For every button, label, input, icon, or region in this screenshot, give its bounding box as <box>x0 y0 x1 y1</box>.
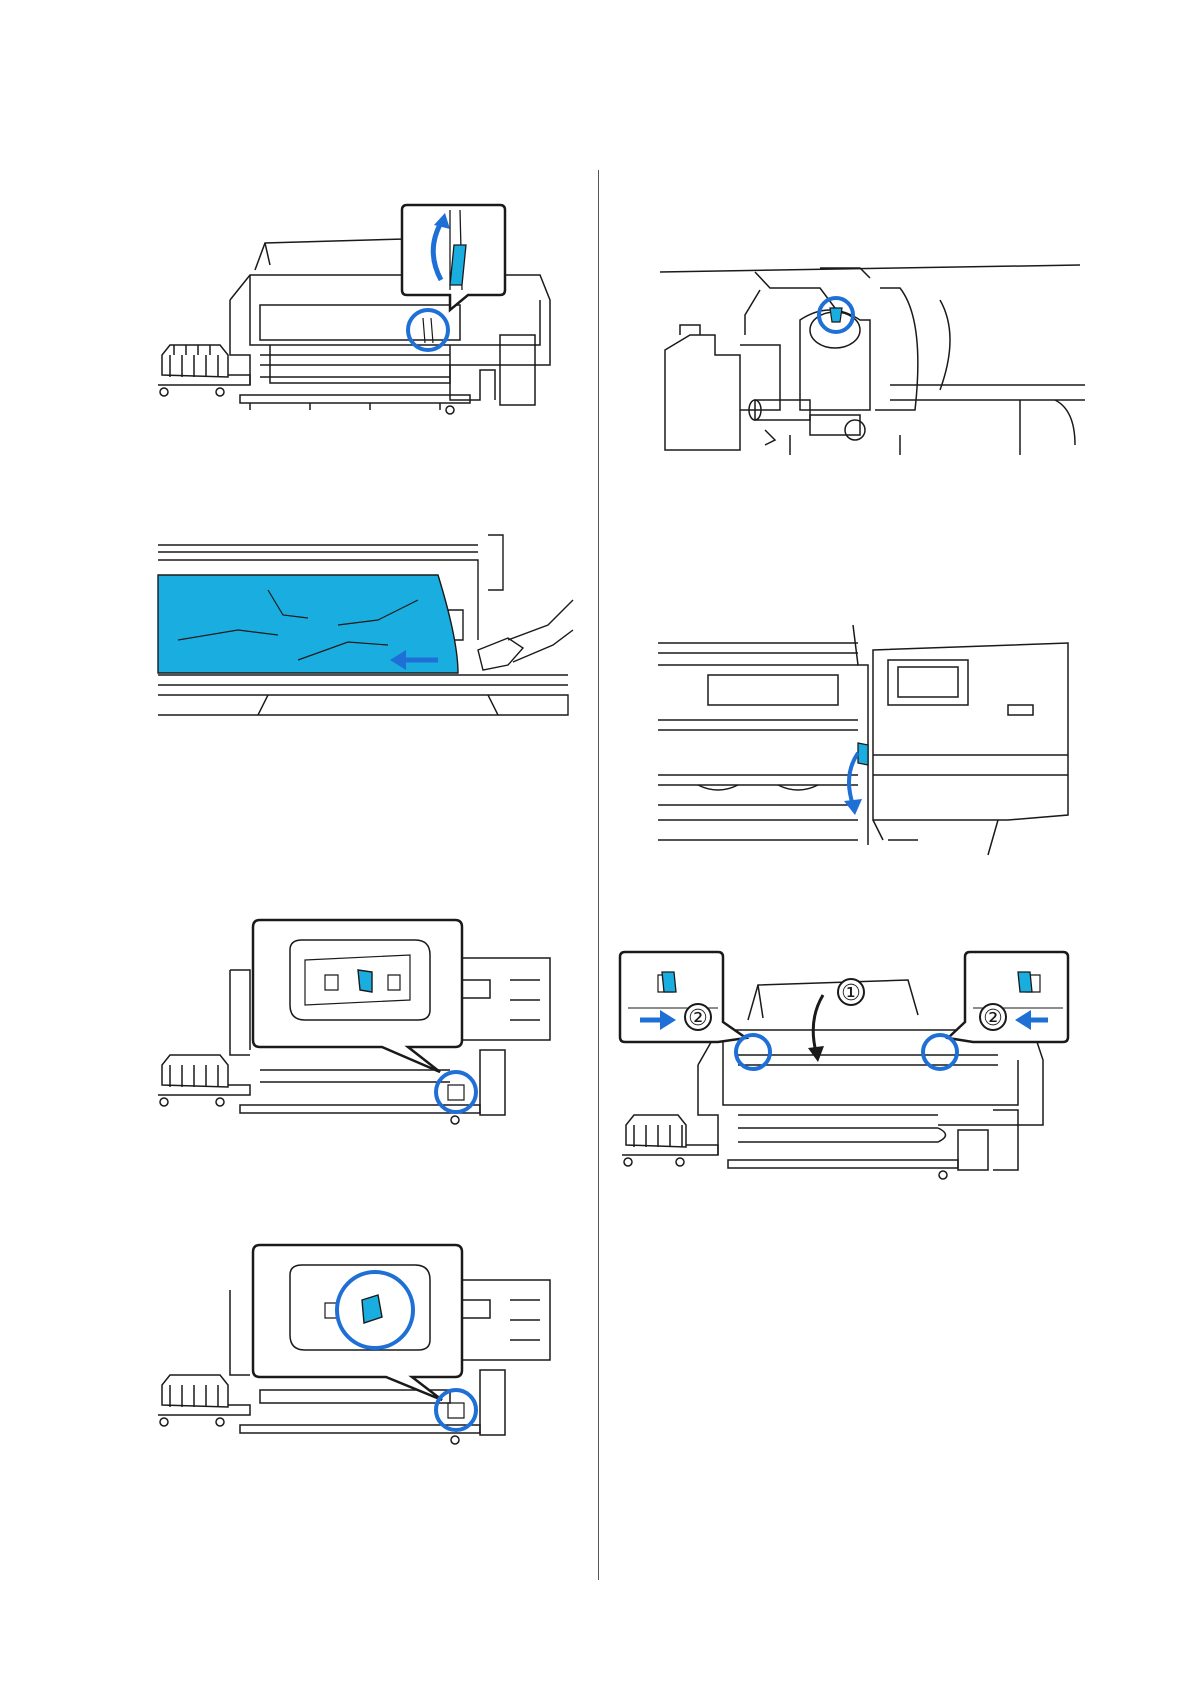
figure-lever-locked <box>150 1245 570 1445</box>
highlight-circle-icon <box>436 1390 476 1430</box>
figure-cut-media <box>158 530 573 725</box>
figure-close-front-cover: ① ② ② <box>618 950 1088 1180</box>
column-divider <box>598 170 599 1580</box>
highlight-circle-icon <box>736 1035 770 1069</box>
figure-lock-lever <box>150 920 570 1125</box>
highlight-circle-icon <box>923 1035 957 1069</box>
figure-raise-lever <box>150 205 570 435</box>
figure-lower-lever <box>658 625 1078 855</box>
figure-roll-holder <box>660 260 1085 465</box>
step-two-left-label: ② <box>688 1006 708 1031</box>
close-arrow-icon <box>813 995 823 1052</box>
highlight-circle-icon <box>408 310 448 350</box>
step-two-right-label: ② <box>983 1006 1003 1031</box>
step-one-label: ① <box>841 981 861 1006</box>
lever-down-arrow-icon <box>849 753 858 805</box>
highlight-circle-icon <box>436 1072 476 1112</box>
